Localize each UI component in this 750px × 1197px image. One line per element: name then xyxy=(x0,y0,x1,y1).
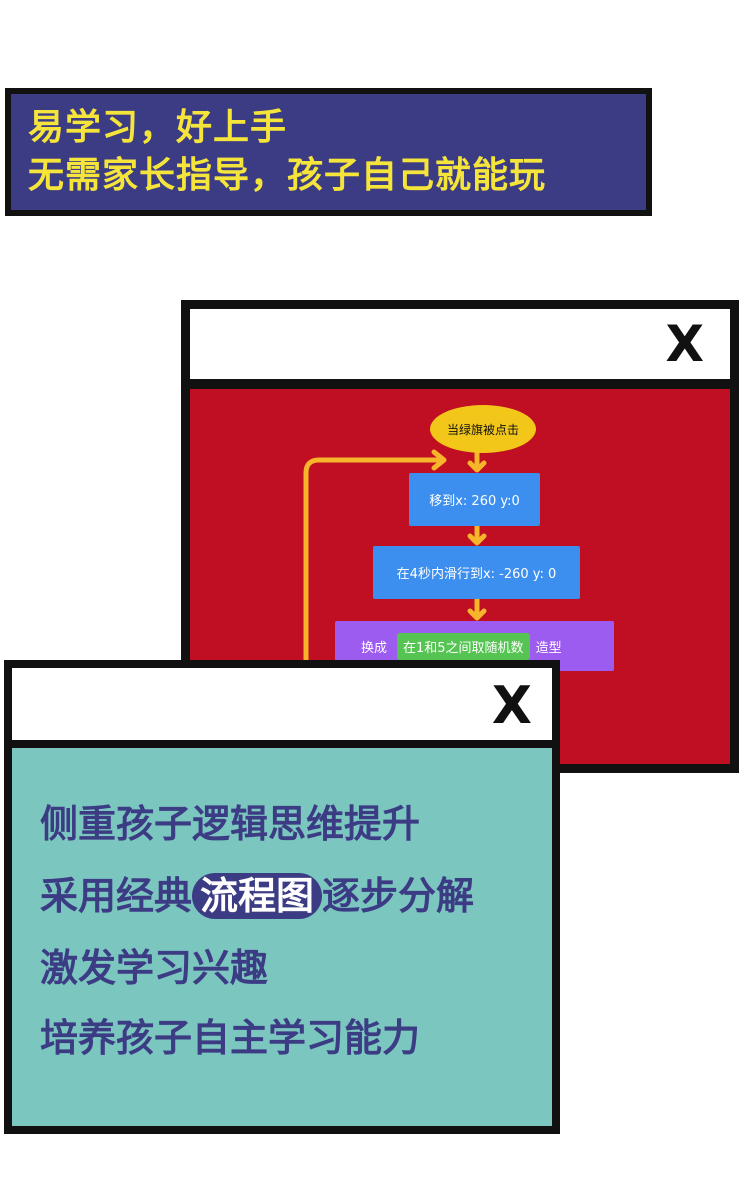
feature-line-3: 激发学习兴趣 xyxy=(40,946,269,990)
arrow-start-to-step1-head xyxy=(467,460,487,473)
headline-line-1: 易学习，好上手 xyxy=(28,107,288,148)
flow-step-glide: 在4秒内滑行到x: -260 y: 0 xyxy=(373,546,580,599)
feature-line-4: 培养孩子自主学习能力 xyxy=(40,1016,421,1060)
arrow-step2-to-step3-head xyxy=(467,608,487,621)
flowchart-highlight-badge: 流程图 xyxy=(192,873,323,919)
feature-line-2-prefix: 采用经典 xyxy=(40,874,193,918)
features-panel: 侧重孩子逻辑思维提升 采用经典流程图逐步分解 激发学习兴趣 培养孩子自主学习能力 xyxy=(12,748,552,1126)
feature-line-2: 采用经典流程图逐步分解 xyxy=(40,872,474,920)
flowchart-connectors xyxy=(303,449,487,764)
headline-banner: 易学习，好上手 无需家长指导，孩子自己就能玩 xyxy=(5,88,652,216)
loop-back-arrow xyxy=(303,457,445,764)
feature-line-1: 侧重孩子逻辑思维提升 xyxy=(40,802,421,846)
flow-start-event: 当绿旗被点击 xyxy=(430,405,536,453)
loop-back-arrowhead xyxy=(431,449,447,471)
feature-line-2-suffix: 逐步分解 xyxy=(322,874,475,918)
features-window: X 侧重孩子逻辑思维提升 采用经典流程图逐步分解 激发学习兴趣 培养孩子自主学习… xyxy=(4,660,560,1134)
flow-step-switch-prefix: 换成 xyxy=(361,640,388,656)
headline-line-2: 无需家长指导，孩子自己就能玩 xyxy=(28,155,547,196)
random-number-operator: 在1和5之间取随机数 xyxy=(397,632,530,660)
flow-step-move: 移到x: 260 y:0 xyxy=(409,473,540,526)
flow-step-switch-suffix: 造型 xyxy=(535,640,562,656)
arrow-step1-to-step2-head xyxy=(467,533,487,546)
close-icon[interactable]: X xyxy=(491,676,532,736)
flowchart-window-titlebar: X xyxy=(190,309,730,379)
close-icon[interactable]: X xyxy=(665,315,704,373)
features-window-titlebar: X xyxy=(12,668,552,740)
